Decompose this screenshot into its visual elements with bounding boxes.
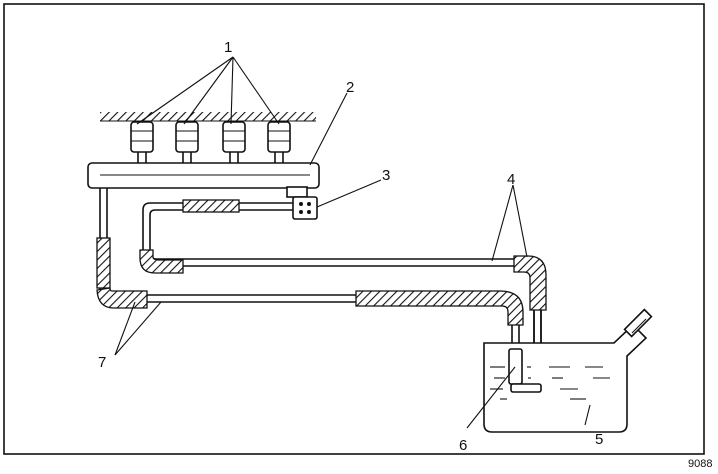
feed-hose-elbow xyxy=(96,287,148,309)
fuel-feed-line xyxy=(96,188,524,350)
engine-head-hatch xyxy=(100,112,316,122)
callout-1: 1 xyxy=(224,39,232,56)
injector xyxy=(222,121,246,163)
fuel-return-line xyxy=(139,199,547,371)
injector xyxy=(175,121,199,163)
filler-cap xyxy=(623,308,653,338)
injector xyxy=(130,121,154,163)
callout-4: 4 xyxy=(507,171,515,188)
feed-hose-vertical xyxy=(96,237,111,289)
return-hose-lower-left xyxy=(139,249,184,274)
return-hose-tank-end xyxy=(513,255,547,311)
callout-7: 7 xyxy=(98,354,106,371)
feed-hose-tank-end xyxy=(355,290,524,326)
fuel-tank xyxy=(483,308,653,433)
injector xyxy=(267,121,291,163)
leader-lines xyxy=(114,56,591,429)
pressure-regulator xyxy=(286,186,318,220)
callout-2: 2 xyxy=(346,79,354,96)
in-tank-fuel-pump xyxy=(508,348,542,393)
callout-6: 6 xyxy=(459,437,467,454)
figure-code: 9088 xyxy=(688,458,712,470)
callout-3: 3 xyxy=(382,167,390,184)
figure-frame xyxy=(3,3,705,455)
callout-5: 5 xyxy=(595,431,603,448)
fuel-injectors xyxy=(130,121,291,163)
fuel-rail xyxy=(87,162,320,189)
return-hose-upper xyxy=(182,199,240,213)
fuel-level-lines xyxy=(490,366,610,400)
